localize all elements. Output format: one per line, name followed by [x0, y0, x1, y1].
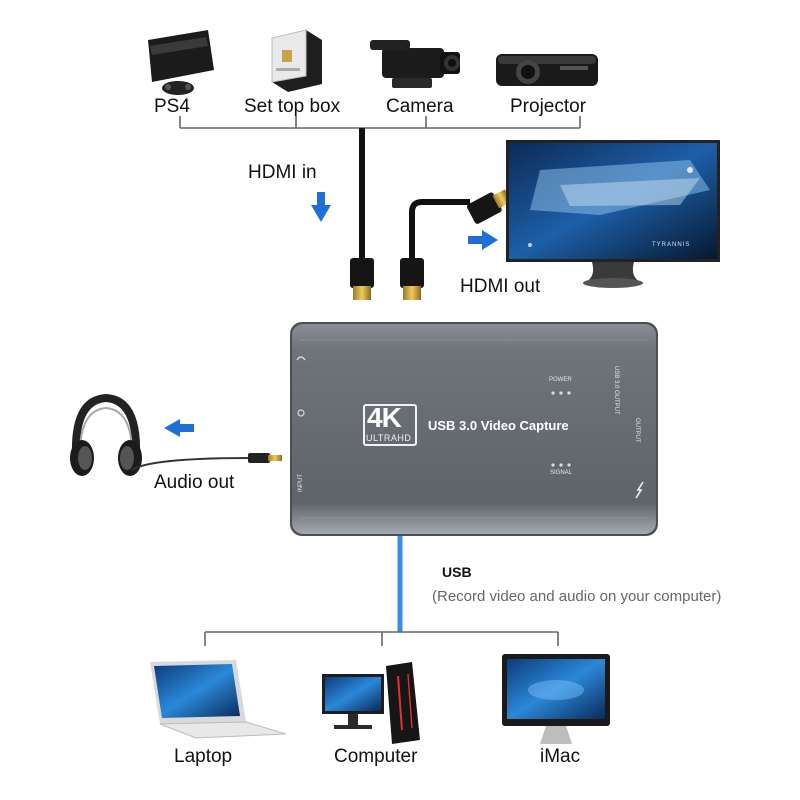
hdmi-in-arrow	[311, 192, 331, 222]
target-label-imac: iMac	[540, 746, 581, 767]
monitor-icon	[506, 140, 720, 288]
usb-description: (Record video and audio on your computer…	[432, 588, 722, 605]
hdmi-in-label: HDMI in	[248, 162, 317, 183]
device-output-port-label: OUTPUT	[634, 418, 640, 443]
hdmi-out-arrow	[468, 230, 498, 250]
computer-icon	[322, 662, 420, 744]
source-label-set-top-box: Set top box	[244, 96, 341, 117]
source-label-ps4: PS4	[154, 96, 190, 117]
laptop-icon	[150, 660, 287, 739]
audio-out-arrow	[164, 419, 194, 437]
device-input-port-label: INPUT	[298, 474, 304, 492]
capture-device	[290, 322, 658, 536]
source-bracket	[179, 116, 581, 129]
monitor-logo-text: TYRANNIS	[652, 242, 691, 248]
source-label-camera: Camera	[386, 96, 454, 117]
device-usb-output-port-label: USB 3.0 OUTPUT	[613, 366, 619, 415]
source-label-projector: Projector	[510, 96, 587, 117]
imac-icon	[502, 654, 610, 744]
hdmi-in-cable	[350, 128, 374, 300]
target-label-laptop: Laptop	[174, 746, 233, 767]
hdmi-out-label: HDMI out	[460, 276, 541, 297]
device-power-label: POWER	[549, 377, 572, 383]
device-badge-ultrahd: ULTRAHD	[366, 433, 412, 443]
hdmi-out-cable	[400, 189, 512, 300]
set-top-box-icon	[271, 29, 322, 92]
target-bracket	[204, 631, 559, 646]
projector-icon	[496, 54, 598, 86]
audio-out-label: Audio out	[154, 472, 235, 493]
target-label-computer: Computer	[334, 746, 418, 767]
device-signal-label: SIGNAL	[550, 470, 573, 476]
audio-cable	[131, 453, 282, 471]
ps4-console-icon	[148, 30, 214, 95]
device-title: USB 3.0 Video Capture	[428, 418, 569, 433]
device-badge-4k: 4K	[367, 402, 402, 433]
camera-icon	[370, 40, 460, 88]
headphones-icon	[70, 393, 142, 476]
usb-label: USB	[442, 564, 472, 580]
